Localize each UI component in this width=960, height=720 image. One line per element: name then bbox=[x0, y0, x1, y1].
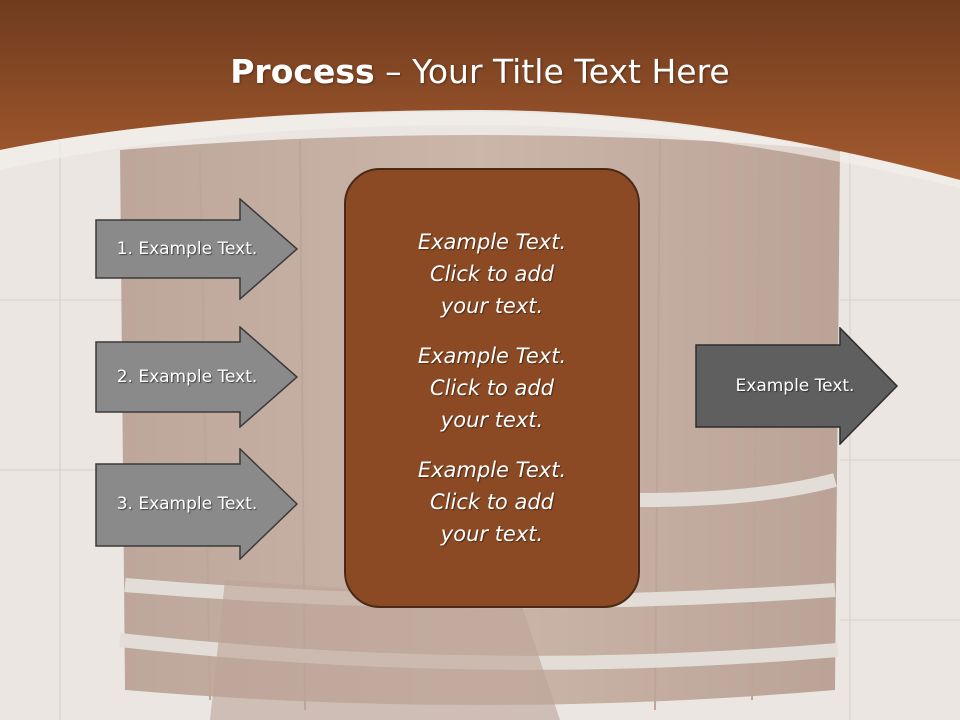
process-box: Example Text. Click to add your text. Ex… bbox=[344, 168, 640, 608]
title-bold: Process bbox=[230, 52, 375, 91]
process-text-block: Example Text. Click to add your text. bbox=[418, 340, 566, 436]
block-line: Example Text. bbox=[417, 458, 567, 482]
input-arrow-1: 1. Example Text. bbox=[95, 198, 299, 300]
block-line: your text. bbox=[440, 408, 544, 432]
input-arrow-label: 2. Example Text. bbox=[116, 367, 258, 387]
block-line: Click to add bbox=[429, 490, 554, 514]
block-line: Example Text. bbox=[417, 344, 567, 368]
block-line: Click to add bbox=[429, 262, 554, 286]
input-arrow-2: 2. Example Text. bbox=[95, 326, 299, 428]
input-arrow-3: 3. Example Text. bbox=[95, 448, 299, 560]
input-arrow-label: 3. Example Text. bbox=[116, 494, 258, 514]
block-line: Click to add bbox=[429, 376, 554, 400]
output-arrow: Example Text. bbox=[695, 327, 899, 445]
input-arrow-label: 1. Example Text. bbox=[116, 239, 258, 259]
title-rest: – Your Title Text Here bbox=[374, 52, 730, 91]
block-line: your text. bbox=[440, 294, 544, 318]
slide-title: Process – Your Title Text Here bbox=[0, 52, 960, 91]
output-arrow-label: Example Text. bbox=[735, 376, 855, 396]
process-text-block: Example Text. Click to add your text. bbox=[418, 454, 566, 550]
block-line: Example Text. bbox=[417, 230, 567, 254]
process-text-block: Example Text. Click to add your text. bbox=[418, 226, 566, 322]
block-line: your text. bbox=[440, 522, 544, 546]
